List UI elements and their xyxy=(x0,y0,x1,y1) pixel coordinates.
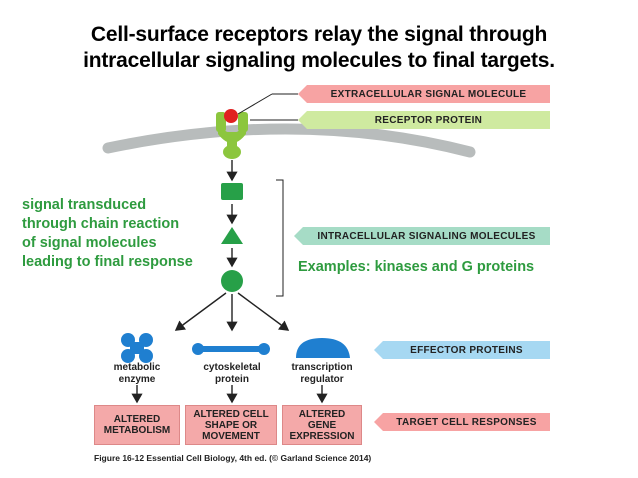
response-line: GENE xyxy=(307,419,337,431)
tag-extracellular-signal: EXTRACELLULAR SIGNAL MOLECULE xyxy=(330,88,527,100)
annotation-line-4: leading to final response xyxy=(22,254,193,270)
response-altered-shape: ALTERED CELL SHAPE OR MOVEMENT xyxy=(185,405,277,445)
response-line: ALTERED CELL xyxy=(193,408,269,420)
effector-label-metabolic: metabolic enzyme xyxy=(97,362,177,386)
response-altered-metabolism: ALTERED METABOLISM xyxy=(94,405,180,445)
tag-shape-target xyxy=(374,413,550,431)
signaling-molecule-square xyxy=(221,183,243,200)
tag-shape-effector xyxy=(374,341,550,359)
effector-label-line: regulator xyxy=(300,374,344,385)
effector-label-line: transcription xyxy=(291,362,353,373)
examples-text: Examples: kinases and G proteins xyxy=(298,259,535,275)
effector-label-transcription: transcription regulator xyxy=(280,362,364,386)
signaling-molecule-circle xyxy=(221,270,243,292)
title-line-2: intracellular signaling molecules to fin… xyxy=(83,49,555,72)
annotation-line-3: of signal molecules xyxy=(22,235,157,251)
response-line: SHAPE OR xyxy=(204,419,258,431)
cytoskeletal-protein-icon xyxy=(192,343,270,355)
tag-receptor-protein: RECEPTOR PROTEIN xyxy=(374,114,483,126)
tag-intracellular-signaling: INTRACELLULAR SIGNALING MOLECULES xyxy=(317,230,536,242)
tag-shape-receptor xyxy=(298,111,550,129)
response-line: METABOLISM xyxy=(103,425,171,436)
tag-target-cell-responses: TARGET CELL RESPONSES xyxy=(396,416,537,428)
response-line: ALTERED xyxy=(298,408,346,420)
effector-label-line: cytoskeletal xyxy=(203,362,261,373)
tag-shape-extracellular xyxy=(298,85,550,103)
transcription-regulator-icon xyxy=(296,338,350,358)
plasma-membrane xyxy=(102,123,476,158)
tag-effector-proteins: EFFECTOR PROTEINS xyxy=(410,344,523,356)
annotation-line-1: signal transduced xyxy=(22,197,147,213)
effector-label-cytoskeletal: cytoskeletal protein xyxy=(192,362,272,386)
figure-caption: Figure 16-12 Essential Cell Biology, 4th… xyxy=(94,453,372,463)
metabolic-enzyme-icon xyxy=(121,333,153,363)
response-line: MOVEMENT xyxy=(202,430,260,442)
annotation-block: signal transduced through chain reaction… xyxy=(22,196,193,272)
signaling-molecule-triangle xyxy=(221,227,243,244)
signal-molecule xyxy=(224,109,238,123)
effector-label-line: metabolic xyxy=(113,362,161,373)
response-line: EXPRESSION xyxy=(289,430,355,442)
response-line: ALTERED xyxy=(113,414,161,425)
bracket xyxy=(276,179,284,297)
title-line-1: Cell-surface receptors relay the signal … xyxy=(90,23,548,46)
annotation-line-2: through chain reaction xyxy=(22,216,180,232)
effector-label-line: enzyme xyxy=(118,374,156,385)
tag-shape-intracellular xyxy=(294,227,550,245)
receptor-protein xyxy=(216,112,248,159)
response-altered-gene-expression: ALTERED GENE EXPRESSION xyxy=(282,405,362,445)
effector-label-line: protein xyxy=(215,374,249,385)
